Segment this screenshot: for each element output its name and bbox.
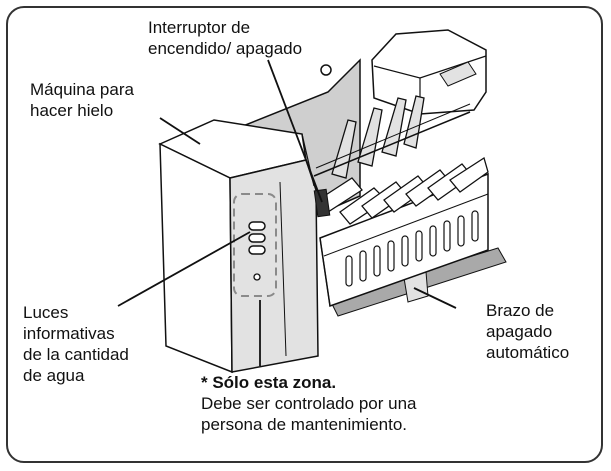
label-ice-machine: Máquina para hacer hielo: [30, 80, 134, 120]
leader-lights: [117, 231, 251, 307]
label-power-switch: Interruptor de encendido/ apagado: [148, 18, 303, 58]
leader-switch: [267, 59, 323, 203]
housing-front: [159, 142, 233, 374]
shaft: [313, 111, 471, 177]
back-plate-hole: [320, 64, 332, 76]
power-switch: [313, 188, 331, 218]
label-water-lights: Luces informativas de la cantidad de agu…: [23, 303, 129, 385]
tray-slots: [345, 210, 479, 287]
indicator-dot: [253, 273, 261, 281]
water-level-lights: [248, 221, 266, 255]
ejector-blades: [331, 95, 425, 179]
service-note-heading: * Sólo esta zona.: [201, 373, 337, 392]
service-note: * Sólo esta zona. Debe ser controlado po…: [201, 373, 417, 434]
ejector-fingers: [317, 156, 489, 225]
housing-side: [229, 159, 319, 373]
label-shutoff-arm: Brazo de apagado automático: [486, 301, 570, 362]
motor-housing: [371, 29, 487, 115]
leader-machine: [159, 117, 201, 145]
service-zone-outline: [233, 193, 277, 297]
diagram-frame: [6, 6, 603, 463]
leader-arm: [413, 287, 457, 309]
